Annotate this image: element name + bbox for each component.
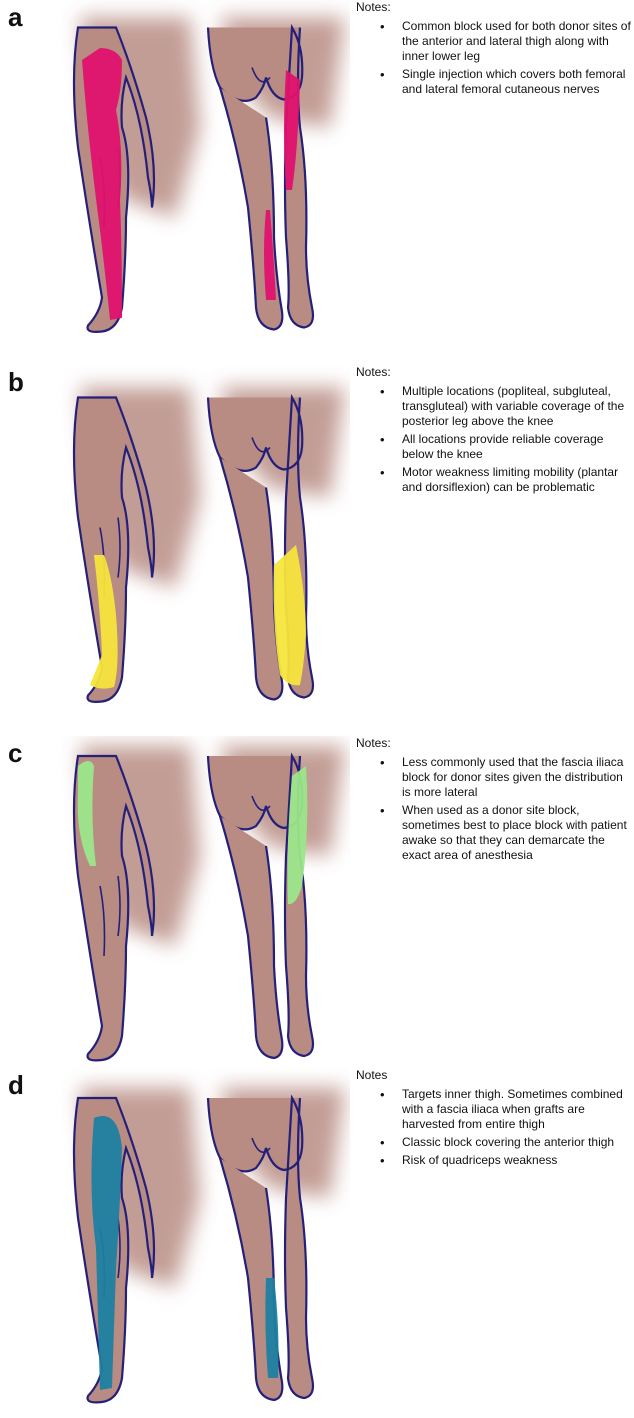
leg-illustration-b [60,365,350,720]
notes-a: Notes: Common block used for both donor … [356,0,632,100]
note-item: Multiple locations (popliteal, subglutea… [402,384,632,429]
notes-b: Notes: Multiple locations (popliteal, su… [356,365,632,498]
anesthesia-region-d-rear [265,1278,278,1378]
notes-list: Less commonly used that the fascia iliac… [356,755,632,863]
panel-letter-d: d [8,1072,24,1098]
note-item: Motor weakness limiting mobility (planta… [402,465,632,495]
notes-list: Common block used for both donor sites o… [356,19,632,97]
leg-illustration-a [60,0,350,345]
panel-letter-a: a [8,4,22,30]
note-item: All locations provide reliable coverage … [402,432,632,462]
note-item: Risk of quadriceps weakness [402,1153,632,1168]
note-item: Classic block covering the anterior thig… [402,1135,632,1150]
notes-title: Notes: [356,365,632,380]
panel-c: c Notes: Less commonly used that the fas… [0,736,634,1066]
panel-letter-c: c [8,740,22,766]
notes-d: Notes Targets inner thigh. Sometimes com… [356,1068,632,1171]
notes-c: Notes: Less commonly used that the fasci… [356,736,632,866]
note-item: Single injection which covers both femor… [402,67,632,97]
note-item: When used as a donor site block, sometim… [402,803,632,863]
notes-title: Notes [356,1068,632,1083]
note-item: Targets inner thigh. Sometimes combined … [402,1087,632,1132]
notes-list: Targets inner thigh. Sometimes combined … [356,1087,632,1168]
notes-title: Notes: [356,736,632,751]
note-item: Common block used for both donor sites o… [402,19,632,64]
panel-letter-b: b [8,369,24,395]
panel-a: a Notes: Common block used for both dono… [0,0,634,345]
panel-d: d Notes Targets inner thigh. Sometimes c… [0,1068,634,1418]
notes-list: Multiple locations (popliteal, subglutea… [356,384,632,495]
notes-title: Notes: [356,0,632,15]
leg-illustration-c [60,736,350,1066]
panel-b: b Notes: Multiple locations (popliteal, … [0,365,634,720]
leg-illustration-d [60,1068,350,1418]
note-item: Less commonly used that the fascia iliac… [402,755,632,800]
